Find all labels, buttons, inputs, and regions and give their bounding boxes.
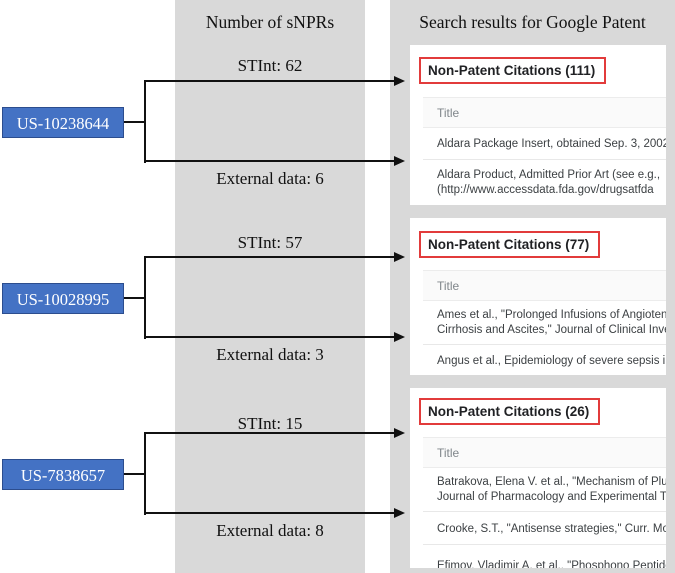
- stint-label-3: STInt: 15: [237, 414, 303, 433]
- arrow-line: [144, 160, 394, 162]
- citation-row: Aldara Package Insert, obtained Sep. 3, …: [423, 128, 666, 160]
- non-patent-citations-header-3: Non-Patent Citations (26): [419, 398, 601, 425]
- stint-label-2: STInt: 57: [237, 233, 303, 252]
- stint-label-1: STInt: 62: [237, 56, 303, 75]
- arrowhead-icon: [394, 156, 405, 166]
- arrowhead-icon: [394, 508, 405, 518]
- arrow-line: [144, 336, 394, 338]
- external-data-label-1: External data: 6: [216, 169, 324, 188]
- arrow-line: [144, 256, 394, 258]
- citation-row: Batrakova, Elena V. et al., "Mechanism o…: [423, 468, 666, 512]
- arrow-line: [144, 512, 394, 514]
- citation-row-clipped: Efimov, Vladimir A. et al., "Phosphono P…: [437, 560, 666, 568]
- patent-box-us10028995: US-10028995: [2, 283, 124, 314]
- connector-line: [144, 256, 146, 339]
- snpr-column-background: [175, 0, 365, 573]
- search-result-panel-2: Non-Patent Citations (77) Title Ames et …: [410, 218, 666, 375]
- search-result-panel-1: Non-Patent Citations (111) Title Aldara …: [410, 45, 666, 205]
- search-result-panel-3: Non-Patent Citations (26) Title Batrakov…: [410, 388, 666, 568]
- citation-row: Aldara Product, Admitted Prior Art (see …: [437, 169, 661, 196]
- arrowhead-icon: [394, 332, 405, 342]
- title-column-header: Title: [423, 97, 666, 128]
- external-data-label-3: External data: 8: [216, 521, 324, 540]
- title-column-header: Title: [423, 270, 666, 301]
- citation-row: Crooke, S.T., "Antisense strategies," Cu…: [423, 512, 666, 545]
- patent-box-us7838657: US-7838657: [2, 459, 124, 490]
- non-patent-citations-header-2: Non-Patent Citations (77): [419, 231, 601, 258]
- connector-line: [124, 473, 145, 475]
- non-patent-citations-header-1: Non-Patent Citations (111): [419, 57, 607, 84]
- arrowhead-icon: [394, 252, 405, 262]
- title-column-header: Title: [423, 437, 666, 468]
- external-data-label-2: External data: 3: [216, 345, 324, 364]
- citation-row: Ames et al., "Prolonged Infusions of Ang…: [423, 301, 666, 345]
- connector-line: [144, 432, 146, 515]
- patent-box-us10238644: US-10238644: [2, 107, 124, 138]
- connector-line: [144, 80, 146, 163]
- citation-row: Angus et al., Epidemiology of severe sep…: [437, 355, 666, 367]
- arrow-line: [144, 432, 394, 434]
- connector-line: [124, 121, 145, 123]
- snpr-column-header: Number of sNPRs: [205, 12, 335, 32]
- arrow-line: [144, 80, 394, 82]
- arrowhead-icon: [394, 76, 405, 86]
- connector-line: [124, 297, 145, 299]
- arrowhead-icon: [394, 428, 405, 438]
- search-column-header: Search results for Google Patent: [419, 12, 646, 32]
